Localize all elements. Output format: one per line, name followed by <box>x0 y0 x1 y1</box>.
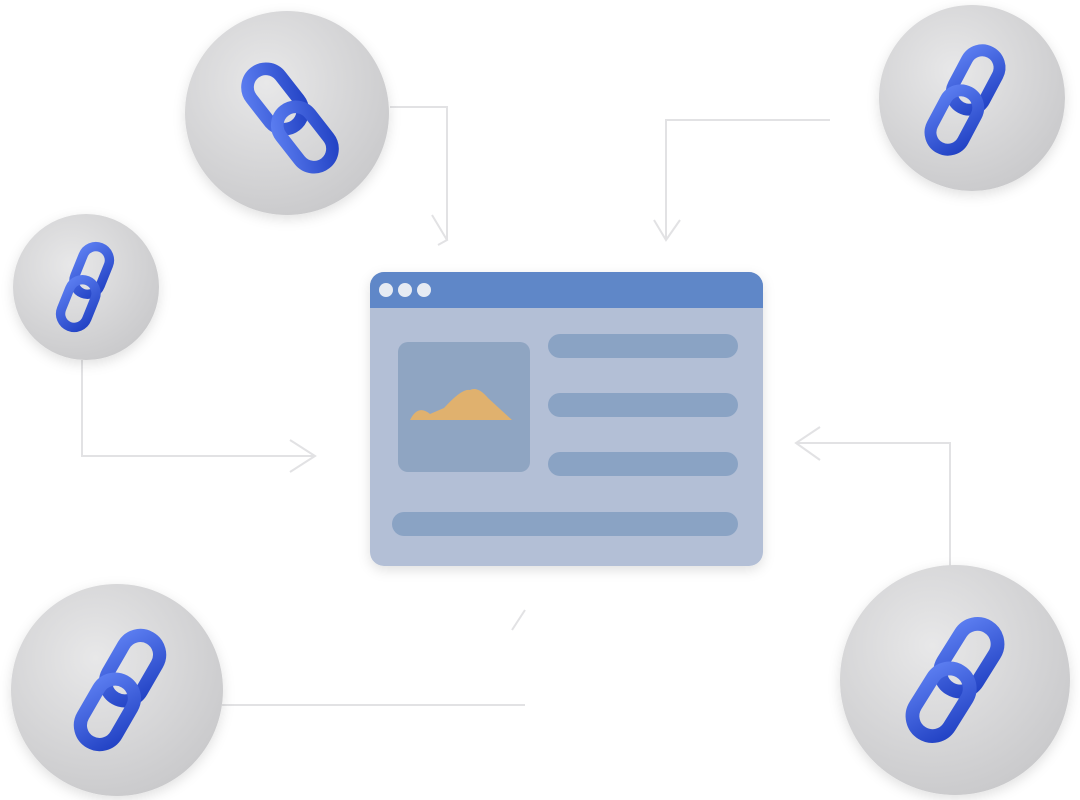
connector-bottom-right <box>796 442 951 570</box>
connector-middle-left <box>81 360 315 457</box>
link-node-bottom-left <box>11 584 223 796</box>
link-node-top-right <box>879 5 1065 191</box>
link-node-middle-left <box>13 214 159 360</box>
text-line-placeholder <box>548 393 738 417</box>
arrow-head-middle-left <box>289 439 317 473</box>
browser-window <box>370 272 763 566</box>
connector-top-left <box>390 106 448 240</box>
text-line-placeholder <box>548 452 738 476</box>
link-node-top-left <box>185 11 389 215</box>
mountain-icon <box>410 389 512 420</box>
arrow-head-bottom-right <box>794 426 821 461</box>
arrow-head-top-right <box>653 219 681 242</box>
footer-line-placeholder <box>392 512 738 536</box>
link-node-bottom-right <box>840 565 1070 795</box>
connector-top-right <box>665 119 830 240</box>
connector-bottom-tick <box>511 609 526 631</box>
window-dot-icon <box>398 283 412 297</box>
text-line-placeholder <box>548 334 738 358</box>
window-dot-icon <box>417 283 431 297</box>
connector-lines <box>81 106 951 706</box>
window-dot-icon <box>379 283 393 297</box>
arrow-head-top-left <box>431 214 449 246</box>
